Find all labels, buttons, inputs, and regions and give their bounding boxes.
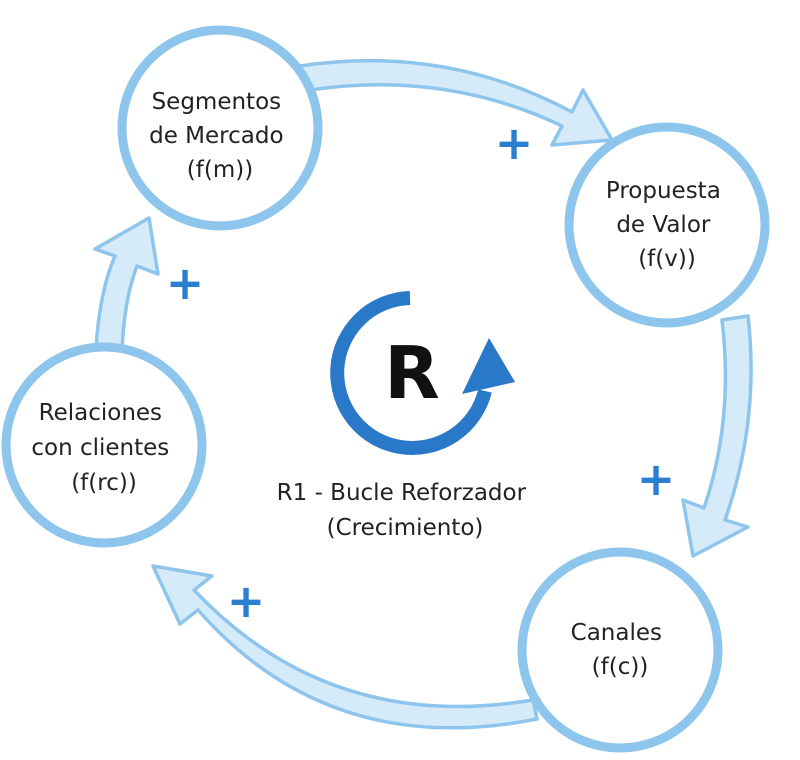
node-label: Segmentos de Mercado (f(m)) (149, 89, 291, 183)
node-relaciones: Relaciones con clientes (f(rc)) (1, 342, 207, 548)
node-label: Propuesta de Valor (f(v)) (606, 178, 728, 272)
polarity-sign-relaciones-segmentos: + (166, 256, 205, 310)
node-propuesta: Propuesta de Valor (f(v)) (564, 122, 770, 328)
loop-caption-line2: (Crecimiento) (327, 515, 484, 541)
node-label-line: (f(m)) (187, 157, 253, 183)
loop-letter: R (384, 331, 439, 415)
arrow-segmentos-to-propuesta (298, 58, 614, 147)
polarity-signs: + + + + (166, 116, 676, 628)
node-label-line: con clientes (31, 435, 169, 461)
polarity-sign-segmentos-propuesta: + (495, 116, 534, 170)
node-label-line: de Mercado (149, 123, 283, 149)
node-canales: Canales (f(c)) (517, 547, 723, 753)
polarity-sign-propuesta-canales: + (637, 452, 676, 506)
loop-caption: R1 - Bucle Reforzador (Crecimiento) (277, 480, 534, 541)
node-label-line: Propuesta (606, 178, 721, 204)
node-label-line: (f(c)) (592, 654, 649, 680)
node-label-line: Segmentos (152, 89, 282, 115)
loop-arrowhead-icon (462, 338, 515, 394)
node-segmentos: Segmentos de Mercado (f(m)) (117, 25, 323, 231)
node-circle (1, 342, 207, 548)
arrow-canales-to-relaciones (151, 564, 539, 730)
loop-caption-line1: R1 - Bucle Reforzador (277, 480, 527, 506)
arrow-relaciones-to-segmentos (93, 216, 160, 353)
arrow-propuesta-to-canales (681, 314, 753, 558)
node-circle (564, 122, 770, 328)
node-label-line: Canales (571, 620, 662, 646)
node-label-line: Relaciones (39, 400, 162, 426)
node-label-line: de Valor (616, 212, 711, 238)
link-arrows (93, 58, 753, 730)
reinforcing-loop-icon: R (330, 291, 515, 455)
loop-arc-icon (330, 291, 492, 455)
node-label-line: (f(rc)) (71, 470, 137, 496)
node-label-line: (f(v)) (638, 246, 696, 272)
polarity-sign-canales-relaciones: + (227, 574, 266, 628)
node-circle (517, 547, 723, 753)
node-circle (117, 25, 323, 231)
node-label: Canales (f(c)) (571, 620, 670, 680)
node-label: Relaciones con clientes (f(rc)) (31, 400, 176, 496)
